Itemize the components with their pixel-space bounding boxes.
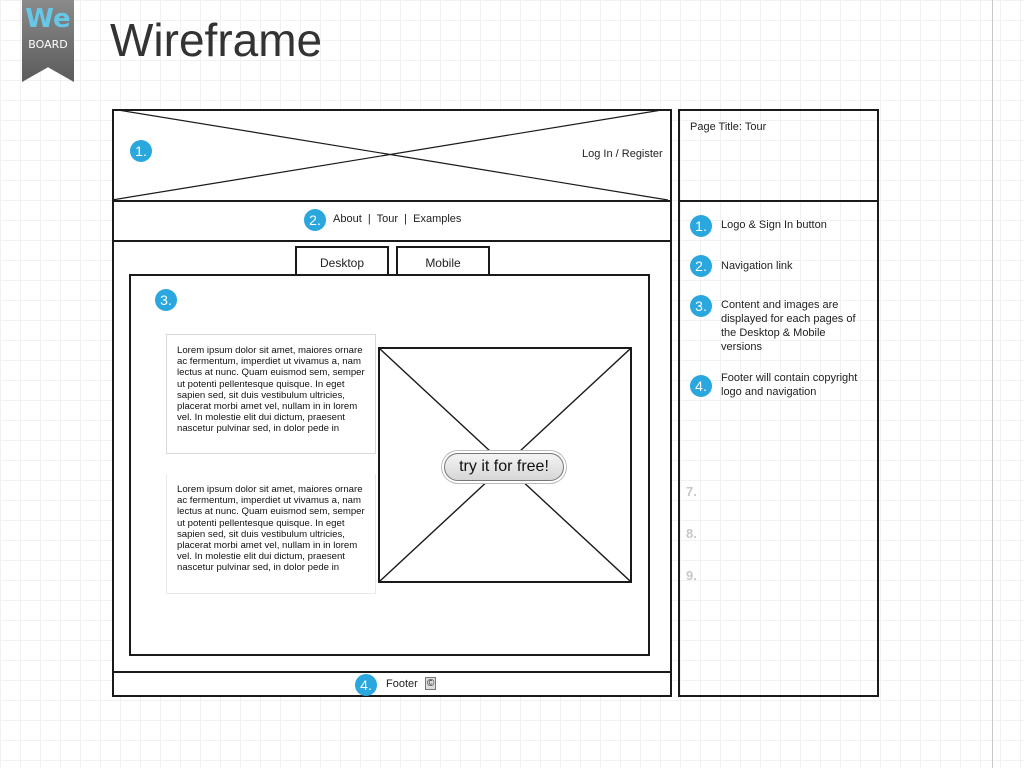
empty-note-number: 8. [686, 526, 697, 541]
note-text: Footer will contain copyright logo and n… [721, 372, 858, 398]
annotation-badge-1: 1. [130, 140, 152, 162]
slide-edge-rule [992, 0, 993, 768]
content-paragraph: Lorem ipsum dolor sit amet, maiores orna… [166, 334, 376, 454]
login-register-link[interactable]: Log In / Register [580, 148, 665, 160]
wireframe-nav: 2. About | Tour | Examples [112, 200, 672, 242]
logo-board-text: BOARD [28, 38, 68, 51]
note-badge: 2. [690, 255, 712, 277]
slide-title: Wireframe [110, 14, 323, 66]
note-text: Navigation link [721, 260, 793, 272]
page-title-label: Page Title: Tour [690, 121, 767, 133]
weboard-logo: We BOARD [22, 0, 74, 82]
logo-we-text: We [25, 4, 71, 34]
note-text: Logo & Sign In button [721, 219, 827, 231]
note-badge: 3. [690, 295, 712, 317]
wireframe-footer: 4. Footer © [112, 671, 672, 697]
nav-links[interactable]: About | Tour | Examples [333, 213, 462, 225]
annotation-panel: Page Title: Tour [678, 109, 879, 697]
try-for-free-button[interactable]: try it for free! [444, 453, 564, 481]
content-frame: 3. [129, 274, 650, 656]
tab-desktop[interactable]: Desktop [295, 246, 389, 276]
tab-mobile[interactable]: Mobile [396, 246, 490, 276]
footer-text: Footer [386, 678, 418, 690]
annotation-badge-2: 2. [304, 209, 326, 231]
note-badge: 4. [690, 375, 712, 397]
note-text: Content and images are displayed for eac… [721, 299, 856, 353]
annotation-badge-4: 4. [355, 674, 377, 696]
header-image-placeholder [112, 109, 668, 200]
empty-note-number: 7. [686, 484, 697, 499]
wireframe-header: 1. Log In / Register [112, 109, 672, 202]
note-badge: 1. [690, 215, 712, 237]
empty-note-number: 9. [686, 568, 697, 583]
copyright-icon: © [425, 677, 437, 690]
content-paragraph: Lorem ipsum dolor sit amet, maiores orna… [166, 474, 376, 594]
annotation-badge-3: 3. [155, 289, 177, 311]
panel-divider [678, 200, 879, 202]
